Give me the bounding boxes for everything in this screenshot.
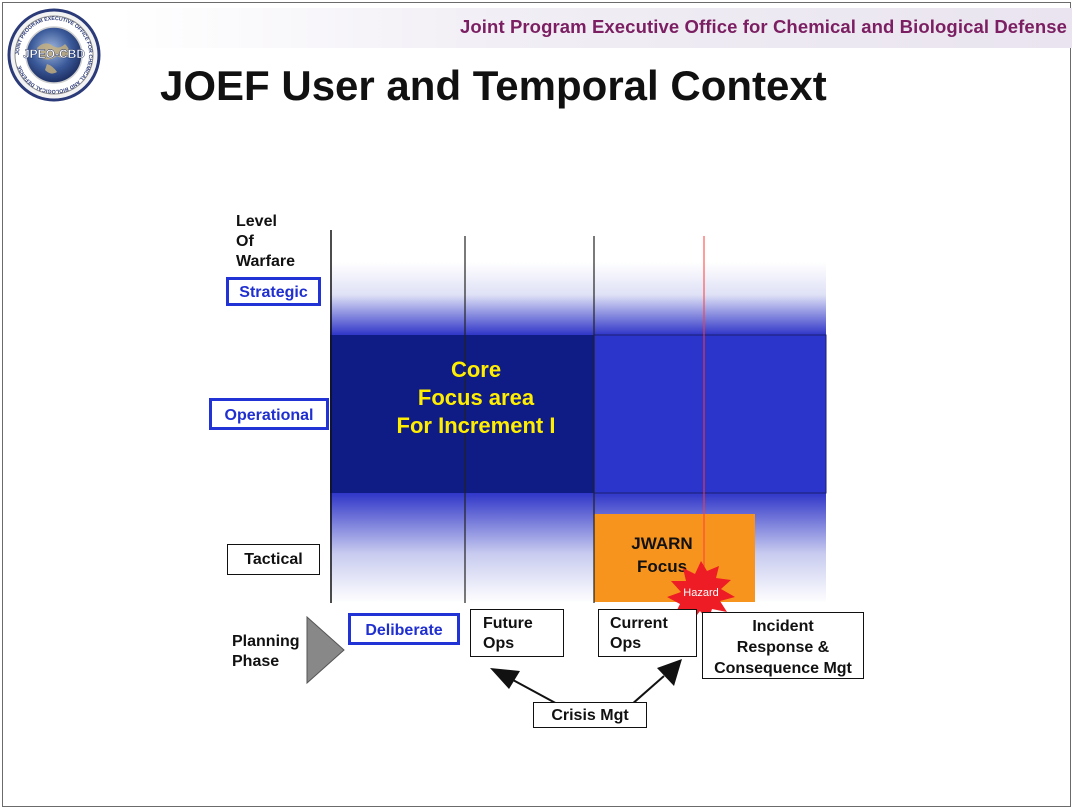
level-of-warfare-line-1: Level bbox=[236, 213, 277, 230]
core-focus-line-2: Focus area bbox=[418, 385, 535, 410]
slide-title: JOEF User and Temporal Context bbox=[160, 62, 827, 109]
phase-current-ops-box: Current Ops bbox=[598, 609, 697, 657]
planning-phase-line-2: Phase bbox=[232, 653, 280, 670]
future-ops-line-1: Future bbox=[483, 615, 533, 632]
upper-right-block bbox=[593, 334, 827, 494]
crisis-arrow-right-line bbox=[630, 675, 665, 706]
planning-phase-label: Planning Phase bbox=[232, 632, 300, 672]
incident-line-3: Consequence Mgt bbox=[714, 660, 852, 677]
jpeo-cbd-logo: JOINT PROGRAM EXECUTIVE OFFICE FOR CHEMI… bbox=[7, 8, 101, 102]
hazard-label: Hazard bbox=[683, 587, 718, 599]
jwarn-focus-line-1: JWARN bbox=[631, 534, 692, 553]
core-focus-line-3: For Increment I bbox=[397, 413, 556, 438]
phase-incident-response-box: Incident Response & Consequence Mgt bbox=[702, 612, 864, 679]
phase-deliberate-box: Deliberate bbox=[348, 613, 460, 645]
level-strategic-box: Strategic bbox=[226, 277, 321, 306]
crisis-mgt-box: Crisis Mgt bbox=[533, 702, 647, 728]
jwarn-focus-line-2: Focus bbox=[637, 557, 687, 576]
core-focus-block bbox=[330, 335, 594, 493]
strategic-band bbox=[330, 262, 826, 335]
organization-name: Joint Program Executive Office for Chemi… bbox=[460, 16, 1067, 37]
core-focus-line-1: Core bbox=[451, 357, 501, 382]
crisis-arrow-right-icon bbox=[657, 659, 682, 686]
current-ops-line-1: Current bbox=[610, 615, 668, 632]
planning-phase-line-1: Planning bbox=[232, 633, 300, 650]
header-band bbox=[120, 8, 1072, 48]
hazard-icon bbox=[667, 561, 735, 623]
level-operational-box: Operational bbox=[209, 398, 329, 430]
incident-line-2: Response & bbox=[736, 639, 830, 656]
level-of-warfare-line-2: Of bbox=[236, 233, 254, 250]
incident-line-1: Incident bbox=[752, 618, 814, 635]
logo-text: JPEO-CBD bbox=[23, 47, 85, 61]
phase-future-ops-box: Future Ops bbox=[470, 609, 564, 657]
level-tactical-box: Tactical bbox=[227, 544, 320, 575]
crisis-arrow-left-icon bbox=[490, 668, 520, 689]
jwarn-focus-block bbox=[594, 514, 755, 602]
level-of-warfare-title: Level Of Warfare bbox=[236, 212, 295, 272]
level-of-warfare-line-3: Warfare bbox=[236, 253, 295, 270]
crisis-arrow-left-line bbox=[512, 679, 562, 707]
current-ops-line-2: Ops bbox=[610, 635, 642, 652]
planning-phase-arrow-icon bbox=[306, 615, 345, 685]
future-ops-line-2: Ops bbox=[483, 635, 515, 652]
